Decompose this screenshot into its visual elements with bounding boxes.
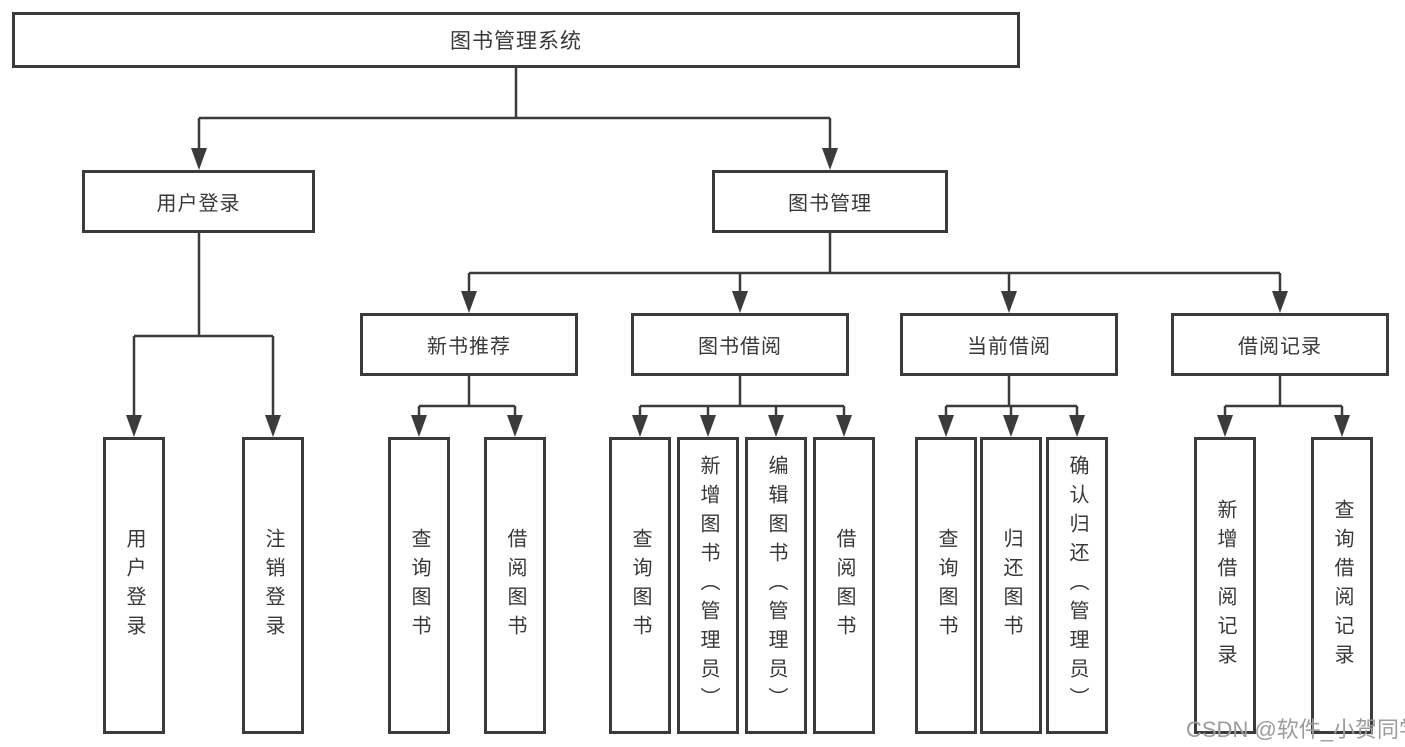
- node-leaf-return-books: 归还图书: [980, 437, 1042, 734]
- node-user-login-branch: 用户登录: [82, 170, 315, 233]
- node-label: 借阅图书: [504, 527, 526, 644]
- node-label: 编辑图书（管理员）: [765, 455, 787, 716]
- node-leaf-query-books: 查询图书: [609, 437, 671, 734]
- node-leaf-query-books: 查询图书: [388, 437, 450, 734]
- node-leaf-add-books-admin: 新增图书（管理员）: [677, 437, 739, 734]
- node-label: 借阅图书: [833, 527, 855, 644]
- node-current-borrowing: 当前借阅: [900, 313, 1118, 376]
- node-leaf-add-borrow-record: 新增借阅记录: [1194, 437, 1256, 734]
- node-leaf-borrow-books: 借阅图书: [813, 437, 875, 734]
- node-book-borrowing: 图书借阅: [631, 313, 849, 376]
- connector-edges: [132, 68, 1344, 417]
- node-leaf-logout: 注销登录: [242, 437, 304, 734]
- node-label: 查询图书: [629, 527, 651, 644]
- node-label: 新书推荐: [427, 336, 511, 358]
- node-leaf-confirm-return-admin: 确认归还（管理员）: [1046, 437, 1108, 734]
- node-label: 用户登录: [123, 527, 145, 644]
- node-label: 查询图书: [935, 527, 957, 644]
- node-label: 查询图书: [408, 527, 430, 644]
- node-label: 新增图书（管理员）: [697, 455, 719, 716]
- node-label: 确认归还（管理员）: [1066, 455, 1088, 716]
- node-label: 归还图书: [1000, 527, 1022, 644]
- node-leaf-query-borrow-record: 查询借阅记录: [1311, 437, 1373, 734]
- node-leaf-user-login: 用户登录: [103, 437, 165, 734]
- node-root-library-system: 图书管理系统: [12, 12, 1020, 68]
- node-label: 借阅记录: [1238, 336, 1322, 358]
- node-leaf-edit-books-admin: 编辑图书（管理员）: [745, 437, 807, 734]
- node-label: 用户登录: [156, 193, 241, 215]
- node-label: 图书管理系统: [450, 30, 582, 53]
- node-label: 图书借阅: [698, 336, 782, 358]
- csdn-watermark: CSDN @软件_小贺同学: [1186, 717, 1405, 742]
- node-label: 注销登录: [262, 527, 284, 644]
- node-leaf-query-books: 查询图书: [915, 437, 977, 734]
- arrow-down-icons: [126, 148, 1350, 437]
- node-new-book-recommend: 新书推荐: [360, 313, 578, 376]
- node-label: 图书管理: [788, 193, 872, 215]
- node-label: 新增借阅记录: [1214, 498, 1236, 673]
- node-label: 当前借阅: [967, 336, 1051, 358]
- node-leaf-borrow-books: 借阅图书: [484, 437, 546, 734]
- node-book-management-branch: 图书管理: [712, 170, 948, 233]
- node-borrowing-records: 借阅记录: [1171, 313, 1389, 376]
- node-label: 查询借阅记录: [1331, 498, 1353, 673]
